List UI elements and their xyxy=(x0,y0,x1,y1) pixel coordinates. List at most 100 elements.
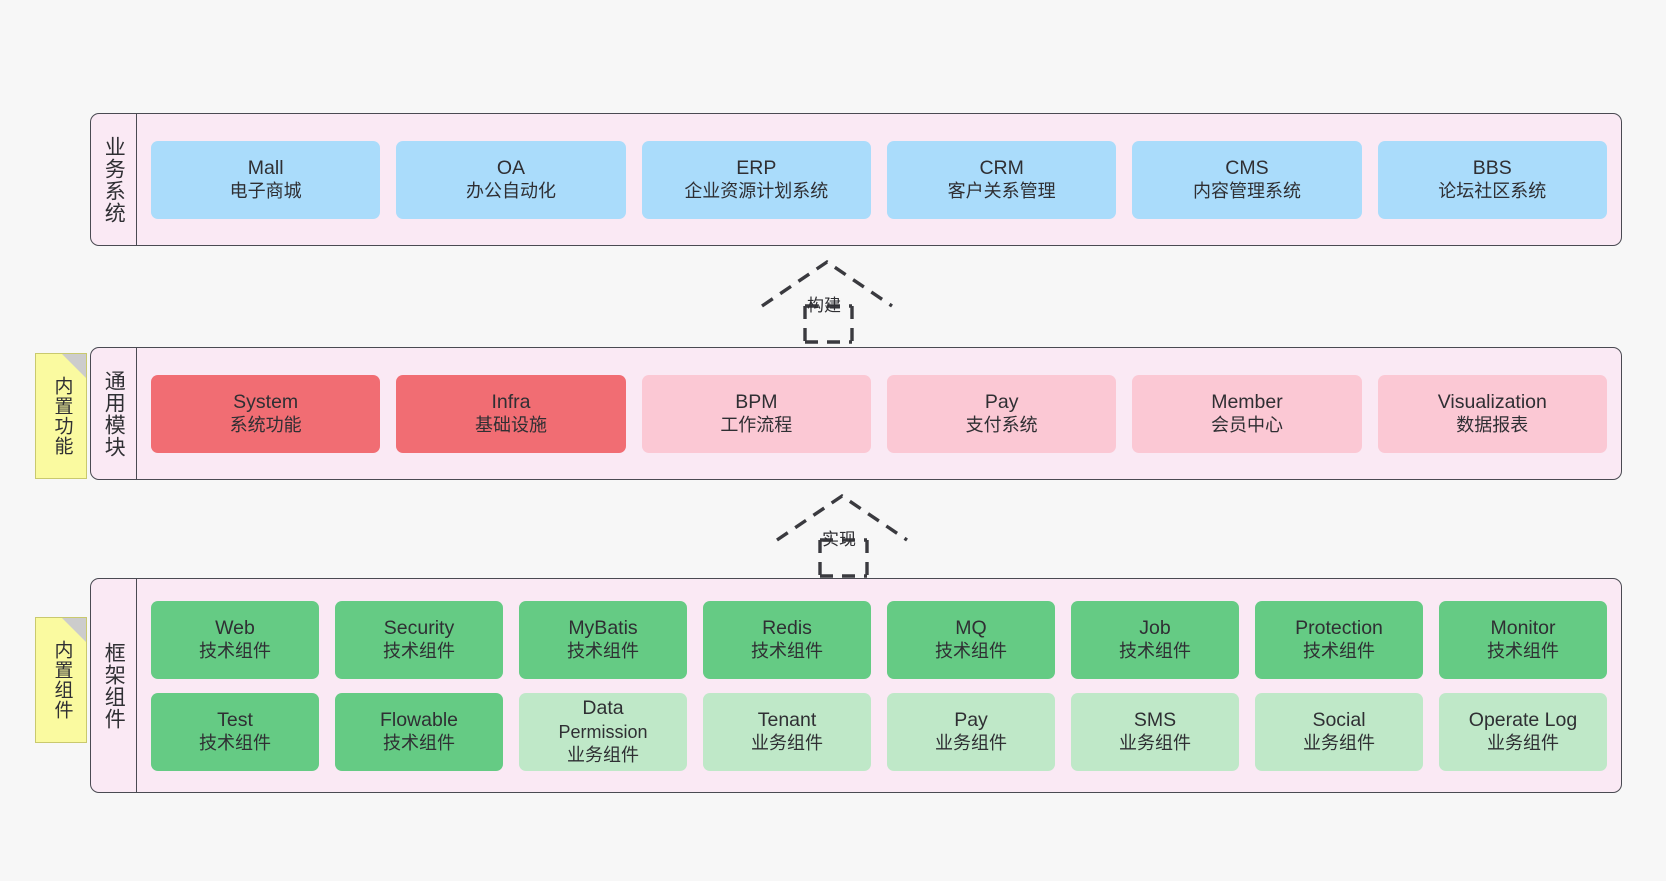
framework-component-card-name: Operate Log xyxy=(1468,708,1578,731)
common-module-card-name: BPM xyxy=(735,390,778,413)
common-module-card-name: System xyxy=(233,390,299,413)
framework-component-card-name: Protection xyxy=(1295,616,1383,639)
framework-component-card-name: Job xyxy=(1139,616,1171,639)
layer-framework-component-title: 框架组件 xyxy=(91,579,137,792)
common-module-card-desc: 会员中心 xyxy=(1210,415,1283,436)
framework-component-card-desc: 技术组件 xyxy=(1119,641,1191,662)
business-system-card-desc: 客户关系管理 xyxy=(947,181,1056,202)
framework-component-card-name: Tenant xyxy=(757,708,817,731)
framework-component-card-desc: 业务组件 xyxy=(935,733,1007,754)
framework-component-card-desc: 技术组件 xyxy=(567,641,639,662)
connector-implement: 实现 xyxy=(775,492,911,578)
business-system-card-name: OA xyxy=(496,156,526,179)
framework-component-card-name: Data xyxy=(582,697,624,719)
framework-component-card-name: Web xyxy=(215,616,255,639)
business-system-card-desc: 电子商城 xyxy=(229,181,302,202)
business-system-card-name: CMS xyxy=(1225,156,1269,179)
framework-component-card-name: Redis xyxy=(762,616,812,639)
framework-component-card-desc: 技术组件 xyxy=(383,733,455,754)
framework-component-card-name: Flowable xyxy=(379,708,459,731)
sticky-note-builtin-function: 内置功能 xyxy=(35,353,87,479)
common-module-card-desc: 系统功能 xyxy=(229,415,302,436)
framework-component-card-name: Security xyxy=(383,616,455,639)
framework-component-card-desc: 技术组件 xyxy=(1303,641,1375,662)
framework-component-card-name: Pay xyxy=(954,708,988,731)
note-fold-corner-icon xyxy=(62,354,86,378)
common-module-card-name: Member xyxy=(1211,390,1283,413)
layer-business-system-title: 业务系统 xyxy=(91,114,137,245)
common-module-card-desc: 支付系统 xyxy=(965,415,1038,436)
framework-component-card-desc: 技术组件 xyxy=(199,641,271,662)
common-module-card-name: Visualization xyxy=(1437,390,1547,413)
sticky-note-builtin-component-label: 内置组件 xyxy=(51,640,73,720)
connector-implement-label: 实现 xyxy=(822,530,856,549)
framework-component-card-desc: 技术组件 xyxy=(1487,641,1559,662)
note-fold-corner-icon xyxy=(62,618,86,642)
framework-component-card-name: Monitor xyxy=(1490,616,1556,639)
framework-component-card-name-cont: Permission xyxy=(558,721,648,742)
common-module-card-desc: 基础设施 xyxy=(474,415,547,436)
framework-component-card-desc: 技术组件 xyxy=(935,641,1007,662)
business-system-card-desc: 办公自动化 xyxy=(465,181,556,202)
sticky-note-builtin-component: 内置组件 xyxy=(35,617,87,743)
framework-component-card-name: MyBatis xyxy=(568,616,638,639)
common-module-card-desc: 工作流程 xyxy=(720,415,793,436)
business-system-card-name: BBS xyxy=(1472,156,1512,179)
common-module-card-desc: 数据报表 xyxy=(1456,415,1529,436)
framework-component-card-desc: 业务组件 xyxy=(1119,733,1191,754)
common-module-card-name: Infra xyxy=(491,390,531,413)
framework-component-card-desc: 技术组件 xyxy=(199,733,271,754)
framework-component-card-name: SMS xyxy=(1133,708,1177,731)
framework-component-card-desc: 技术组件 xyxy=(751,641,823,662)
business-system-card-name: Mall xyxy=(247,156,284,179)
framework-component-card-name: Social xyxy=(1312,708,1366,731)
framework-component-card-desc: 业务组件 xyxy=(751,733,823,754)
layer-common-module-title: 通用模块 xyxy=(91,348,137,479)
framework-component-card-name: MQ xyxy=(955,616,987,639)
business-system-card-name: CRM xyxy=(979,156,1024,179)
connector-build: 构建 xyxy=(760,258,896,344)
sticky-note-builtin-function-label: 内置功能 xyxy=(51,376,73,456)
business-system-card-name: ERP xyxy=(736,156,777,179)
business-system-card-desc: 内容管理系统 xyxy=(1192,181,1301,202)
connector-build-label: 构建 xyxy=(807,296,841,315)
